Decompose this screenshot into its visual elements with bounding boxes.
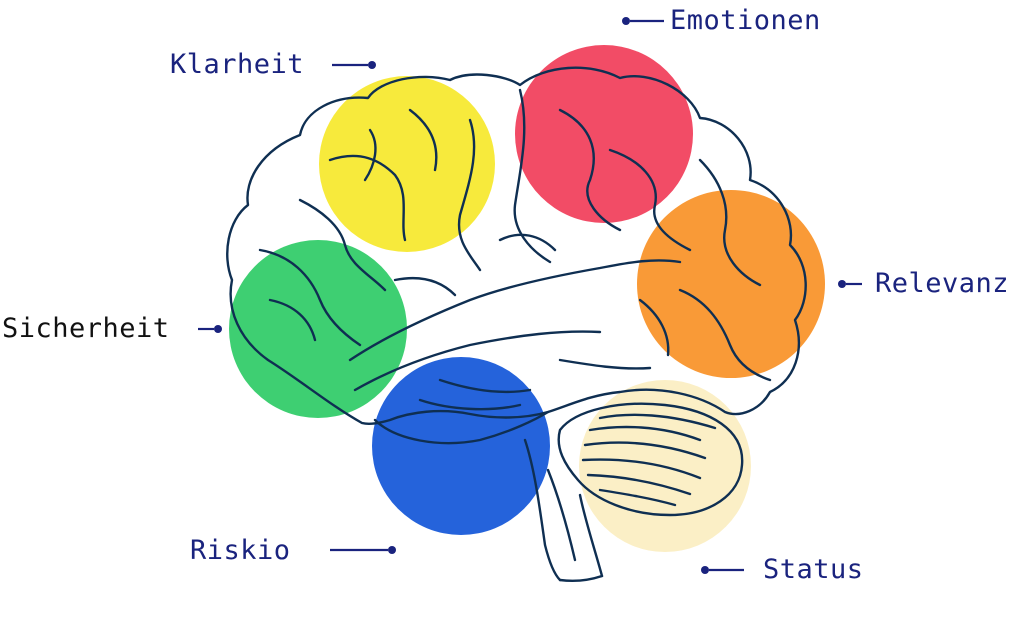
relevanz-circle [637,190,825,378]
emotionen-connector [622,17,664,25]
status-label: Status [763,554,864,585]
connectors [198,17,862,574]
klarheit-circle [319,76,495,252]
relevanz-label: Relevanz [875,268,1010,299]
riskio-connector [330,546,396,554]
emotionen-label: Emotionen [670,5,821,36]
klarheit-connector [332,61,376,69]
riskio-circle [372,357,550,535]
riskio-label: Riskio [190,535,291,566]
sicherheit-label: Sicherheit [2,313,170,344]
brain-outline [226,66,807,582]
sicherheit-connector [198,325,222,333]
sicherheit-circle [229,240,407,418]
emotionen-circle [515,45,693,223]
klarheit-label: Klarheit [170,49,305,80]
relevanz-connector [838,280,862,288]
status-connector [701,566,744,574]
